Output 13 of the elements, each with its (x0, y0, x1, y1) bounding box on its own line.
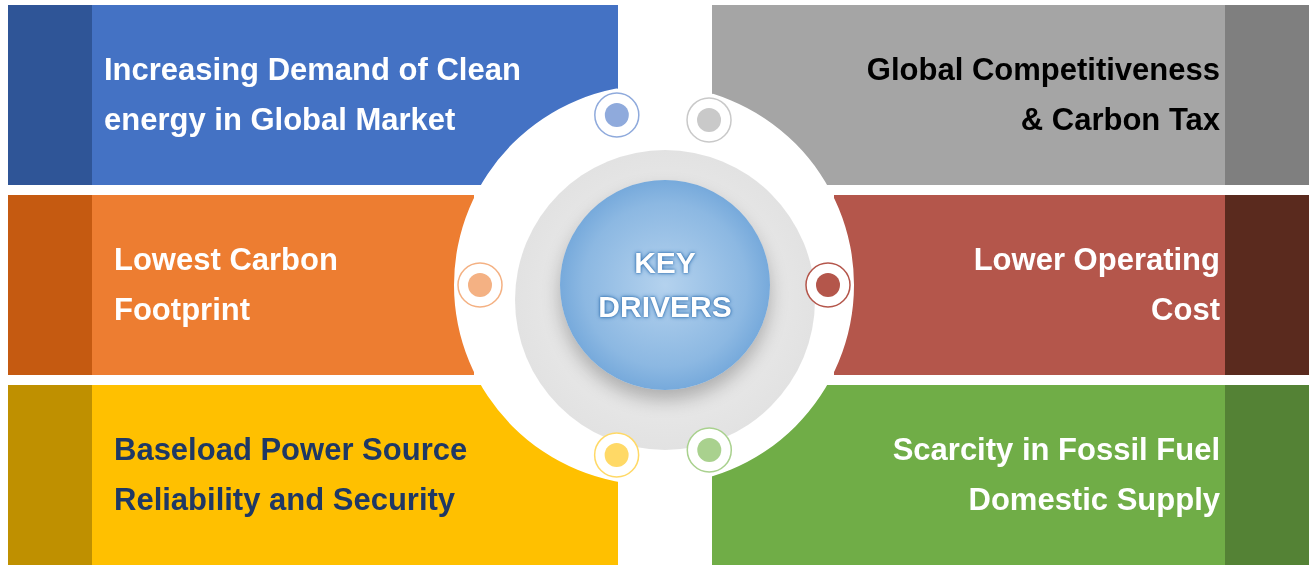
driver-text: Baseload Power Source Reliability and Security (114, 431, 469, 519)
driver-text: Global Competitiveness & Carbon Tax (865, 51, 1220, 139)
driver-text: Scarcity in Fossil Fuel Domestic Supply (891, 431, 1220, 519)
driver-panel (8, 5, 618, 185)
driver-text: Increasing Demand of Clean energy in Global Market (104, 51, 522, 139)
center-text: KEY DRIVERS (597, 245, 733, 325)
driver-panel (8, 195, 474, 375)
driver-text: Lower Operating Cost (972, 241, 1220, 329)
driver-panel (834, 195, 1309, 375)
driver-panel (712, 5, 1309, 185)
driver-text: Lowest Carbon Footprint (114, 241, 339, 329)
driver-panel (8, 385, 618, 565)
driver-panel (712, 385, 1309, 565)
